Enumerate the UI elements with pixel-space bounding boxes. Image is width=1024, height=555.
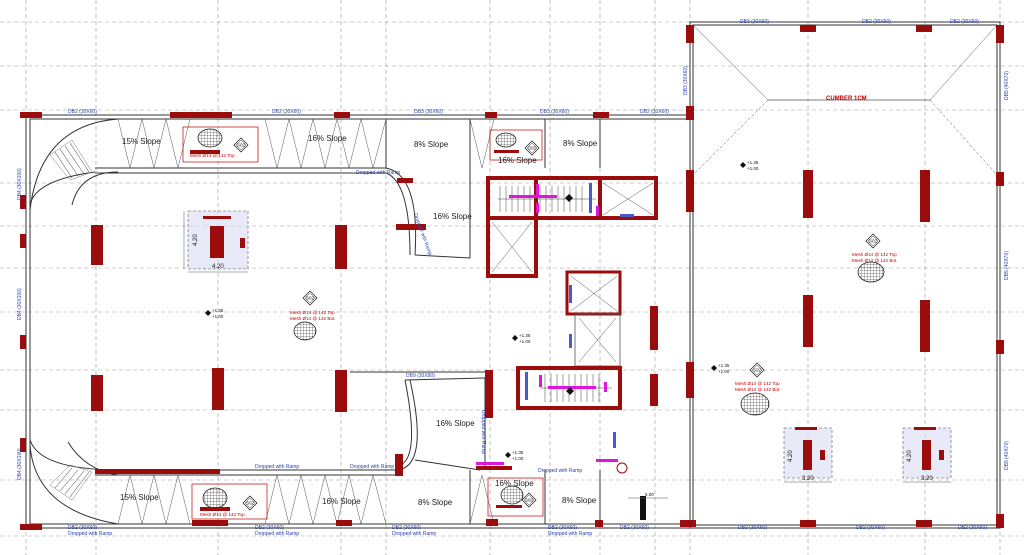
beam-label: DB2 (30X60) [862,19,891,25]
slope-label: 8% Slope [414,140,449,149]
slope-label: 16% Slope [495,479,534,488]
mesh-note: Mesh Ø14 @ 142 Top [190,153,235,158]
dim-label: 5.00 [645,492,654,497]
slope-label: 16% Slope [498,156,537,165]
beam-note: Dropped with Ramp [350,464,394,470]
slope-label: 16% Slope [322,497,361,506]
slope-label: 16% Slope [436,419,475,428]
level-text: +1.00 [747,166,759,171]
tag-label: S02 [525,498,534,503]
ramp-hatching [49,139,93,501]
level-text: +1.00 [512,456,524,461]
mesh-note: Mesh Ø14 @ 142 Bot. [290,316,336,321]
columns [20,25,1004,530]
tag-label: S02 [237,143,246,148]
dim-label: 4.20 [193,234,199,246]
level-text: +1.00 [718,369,730,374]
slope-labels: 15% Slope 16% Slope 8% Slope 16% Slope 8… [120,134,598,507]
beam-label: DB2 (30X60) [856,525,885,531]
pad-right-1 [783,427,833,479]
beam-label: DB5 (40X70) [1004,251,1010,280]
mesh-note: Mesh Ø14 @ 142 Bot. [852,258,898,263]
beam-label: DB3 (30X60) [414,109,443,115]
dim-label: 4.20 [907,450,913,462]
slope-label: 15% Slope [122,137,161,146]
beam-label: DB3 (30X60) [540,109,569,115]
beam-note: Dropped with Ramp [255,531,299,537]
dim-label: 4.20 [212,264,224,270]
stair-core-lower [516,270,622,448]
beam-label: DB2 (30X60) [640,109,669,115]
slope-label: 8% Slope [418,498,453,507]
beam-note: Dropped with Ramp [548,531,592,537]
mesh-note: Mesh Ø14 @ 142 Top [200,512,245,517]
beam-label: DB2 (30X60) [255,525,284,531]
pad-right-2 [902,427,952,479]
beam-label: DB2 (30X60) [548,525,577,531]
level-text: +1.35 [747,160,759,165]
cumber-label: CUMBER 1CM [826,96,867,102]
beam-label: DB4 (30X100) [17,448,23,480]
beam-note: Dropped with Ramp [538,468,582,474]
tag-label: S02 [306,296,315,301]
beam-label: DB2 (30X60) [620,525,649,531]
beam-note: Dropped with Ramp [255,464,299,470]
ramp-zigzag-bottom [117,474,495,525]
beam-label: DB2 (30X60) [68,109,97,115]
dim-label: 3.20 [802,476,814,482]
slope-label: 16% Slope [308,134,347,143]
pad-left [187,210,249,270]
beam-label: DB9 (30X80) [406,373,435,379]
tag-label: S02 [753,368,762,373]
mesh-symbols [190,128,885,511]
beam-note: Dropped with Ramp [480,410,486,454]
beam-label: DB3 (30X60) [683,66,689,95]
level-text: +1.00 [519,339,531,344]
mesh-note: Mesh Ø14 @ 142 Bot. [735,387,781,392]
mesh-note: Mesh Ø14 @ 142 Top [735,381,780,386]
beam-label: DB2 (30X60) [392,525,421,531]
tag-diamonds: S02 S02 S02 S02 S02 S02 S02 [233,137,881,511]
level-text: +1.00 [212,314,224,319]
stair-core-upper [486,176,658,278]
slope-label: 8% Slope [562,496,597,505]
level-text: +1.35 [212,308,224,313]
beam-label: DB4 (30X100) [17,168,23,200]
slope-label: 8% Slope [563,139,598,148]
tag-label: S02 [528,146,537,151]
beam-label: DB2 (30X60) [68,525,97,531]
level-markers: +1.35+1.00 +1.35+1.00 +1.35+1.00 +1.35+1… [205,160,759,461]
beam-note: Dropped with Ramp [392,531,436,537]
mesh-notes: CUMBER 1CM Mesh Ø14 @ 142 Top Mesh Ø14 @… [190,96,898,517]
level-text: +1.35 [519,333,531,338]
dim-label: 3.20 [921,476,933,482]
beam-label: DB2 (30X60) [738,525,767,531]
beam-label: DB5 (40X70) [1004,71,1010,100]
mesh-boxes [182,126,544,520]
dimensions: 4.20 4.20 3.20 4.20 3.20 4.20 5.00 [183,211,951,499]
mesh-note: Mesh Ø14 @ 142 Top [852,252,897,257]
beam-label: DB5 (40X70) [1004,441,1010,470]
dim-label: 4.20 [788,450,794,462]
tag-label: S02 [869,239,878,244]
walls [25,21,1001,529]
mesh-note: Mesh Ø14 @ 142 Top [290,310,335,315]
beam-label: DB2 (30X60) [958,525,987,531]
beam-label: DB2 (30X60) [272,109,301,115]
tag-label: S02 [246,501,255,506]
beam-label: DB4 (30X100) [17,288,23,320]
beam-label: DB2 (30X60) [950,19,979,25]
beam-note: Dropped with Ramp [356,170,400,176]
slope-label: 16% Slope [433,212,472,221]
level-text: +1.35 [718,363,730,368]
level-text: +1.35 [512,450,524,455]
beam-note: Dropped with Ramp [68,531,112,537]
slope-label: 15% Slope [120,493,159,502]
beam-label: DB3 (30X60) [740,19,769,25]
